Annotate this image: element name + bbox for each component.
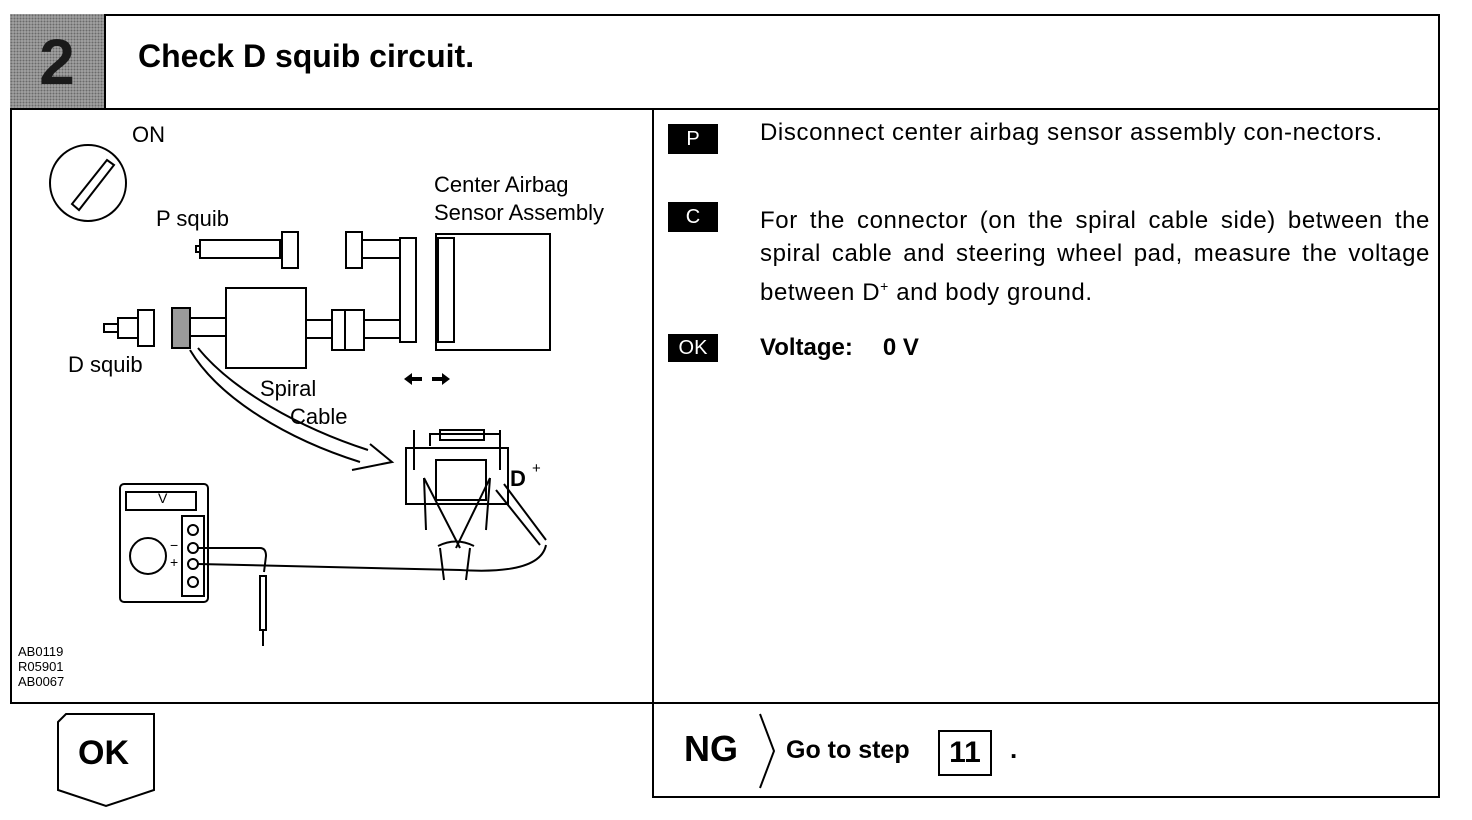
ok-label: OK — [78, 734, 129, 772]
figure-code: AB0067 — [18, 674, 65, 689]
spiral-label: Spiral — [260, 376, 317, 401]
spec-value: 0 V — [882, 334, 919, 361]
instruction-p: Disconnect center airbag sensor assembly… — [760, 119, 1383, 146]
ng-label: NG — [684, 728, 738, 769]
period: . — [1010, 734, 1018, 764]
step-title: Check D squib circuit. — [138, 38, 475, 74]
goto-step-link[interactable]: 11 — [938, 730, 992, 776]
connector-icon — [405, 429, 547, 581]
figure-code: R05901 — [18, 659, 64, 674]
procedure-frame — [10, 14, 1440, 704]
ignition-switch-icon — [49, 144, 127, 222]
d-plus-label: D — [510, 466, 526, 491]
sensor-assembly-label: Sensor Assembly — [434, 200, 604, 225]
cable-label: Cable — [290, 404, 348, 429]
circuit-diagram — [49, 144, 551, 646]
chevron-right-icon — [759, 713, 776, 789]
d-squib-connector-icon — [103, 307, 191, 349]
curved-arrow-icon — [189, 347, 395, 471]
spec-label: Voltage: — [760, 334, 853, 361]
p-squib-label: P squib — [156, 206, 229, 231]
instruction-c-text: For the connector (on the spiral cable s… — [760, 207, 1430, 306]
step-number: 2 — [10, 14, 106, 110]
figure-code: AB0119 — [18, 644, 64, 659]
center-airbag-label: Center Airbag — [434, 172, 569, 197]
meter-plus-label: + — [170, 554, 179, 570]
badge-c: C — [668, 202, 718, 232]
spiral-cable-icon — [190, 287, 400, 369]
double-arrow-icon — [404, 373, 450, 385]
badge-ok: OK — [668, 334, 718, 362]
instruction-c-text-after: and body ground. — [888, 279, 1093, 306]
ng-result-box — [652, 702, 1440, 798]
d-plus-sign: + — [532, 460, 541, 477]
center-airbag-sensor-icon — [435, 233, 551, 351]
meter-minus-label: − — [170, 537, 179, 553]
d-squib-label: D squib — [68, 352, 143, 377]
voltage-spec: Voltage: 0 V — [760, 334, 919, 362]
badge-p: P — [668, 124, 718, 154]
header-divider — [10, 108, 1440, 110]
goto-text: Go to step — [786, 736, 910, 764]
ok-arrow-box — [57, 713, 155, 808]
on-label: ON — [132, 122, 165, 147]
p-squib-connector-icon — [195, 231, 401, 269]
column-divider — [652, 108, 654, 702]
meter-v-label: V — [158, 490, 168, 506]
instruction-c-sup: + — [880, 278, 889, 294]
instruction-c: For the connector (on the spiral cable s… — [760, 204, 1430, 309]
